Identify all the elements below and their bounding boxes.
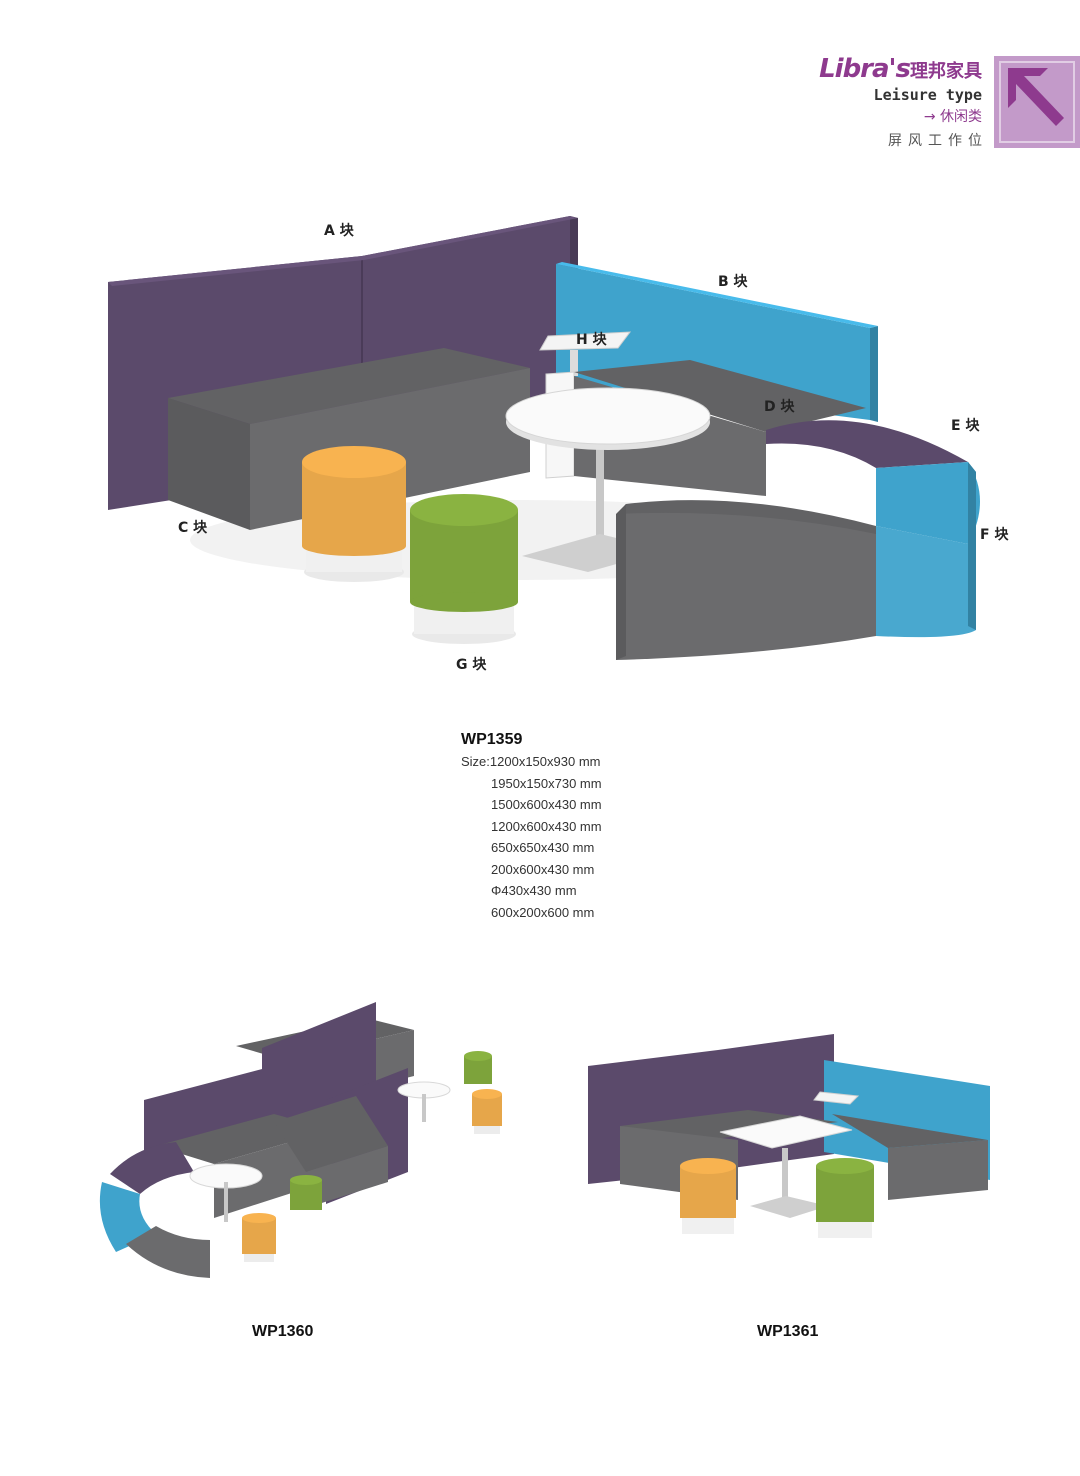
brand-logo: Libra's [819,54,911,84]
label-block-b: B 块 [718,274,748,290]
size-item: Φ430x430 mm [491,883,577,898]
label-block-e: E 块 [951,418,980,434]
size-item: Size:1200x150x930 mm [461,754,601,769]
stool-green [816,1158,874,1238]
wp1360-illustration [99,1002,502,1278]
stool-yellow-2 [472,1089,502,1134]
wp1361-illustration [588,1034,990,1238]
subcategory-label: 屏风工作位 [888,133,988,149]
block-g-green-stool [410,494,518,644]
size-item: 200x600x430 mm [491,861,595,877]
size-item: 1200x600x430 mm [491,818,602,834]
type-label: Leisure type [873,86,982,104]
model-code: WP1359 [461,731,523,748]
block-e [766,420,968,468]
block-g-yellow-stool [302,446,406,582]
brand-block: Libra's 理邦家具 Leisure type → 休闲类 屏风工作位 [819,54,982,150]
wp1361-caption: WP1361 [757,1323,819,1340]
brand-logo-row: Libra's 理邦家具 [819,54,982,84]
block-gray-curve [616,500,876,660]
stool-green-2 [464,1051,492,1084]
stool-green [290,1175,322,1210]
size-item: 1950x150x730 mm [491,775,602,791]
size-item: 650x650x430 mm [491,840,595,855]
block-f [876,462,980,638]
wp1359-spec: WP1359 Size:1200x150x930 mm 1950x150x730… [461,731,602,923]
category-label: → 休闲类 [923,109,982,125]
size-list: Size:1200x150x930 mm 1950x150x730 mm 150… [461,751,602,923]
label-block-f: F 块 [980,527,1009,543]
label-block-h: H 块 [576,332,607,348]
diagonal-arrow-icon [994,56,1080,148]
stool-yellow [242,1213,276,1262]
wp1359-illustration [108,216,980,660]
label-block-g: G 块 [456,657,487,673]
label-block-c: C 块 [178,520,208,536]
label-block-d: D 块 [764,399,795,415]
size-item: 1500x600x430 mm [491,797,602,812]
stool-yellow [680,1158,736,1234]
size-item: 600x200x600 mm [491,904,595,920]
brand-name-cn: 理邦家具 [910,61,982,82]
label-block-a: A 块 [324,223,354,239]
wp1360-caption: WP1360 [252,1323,314,1340]
